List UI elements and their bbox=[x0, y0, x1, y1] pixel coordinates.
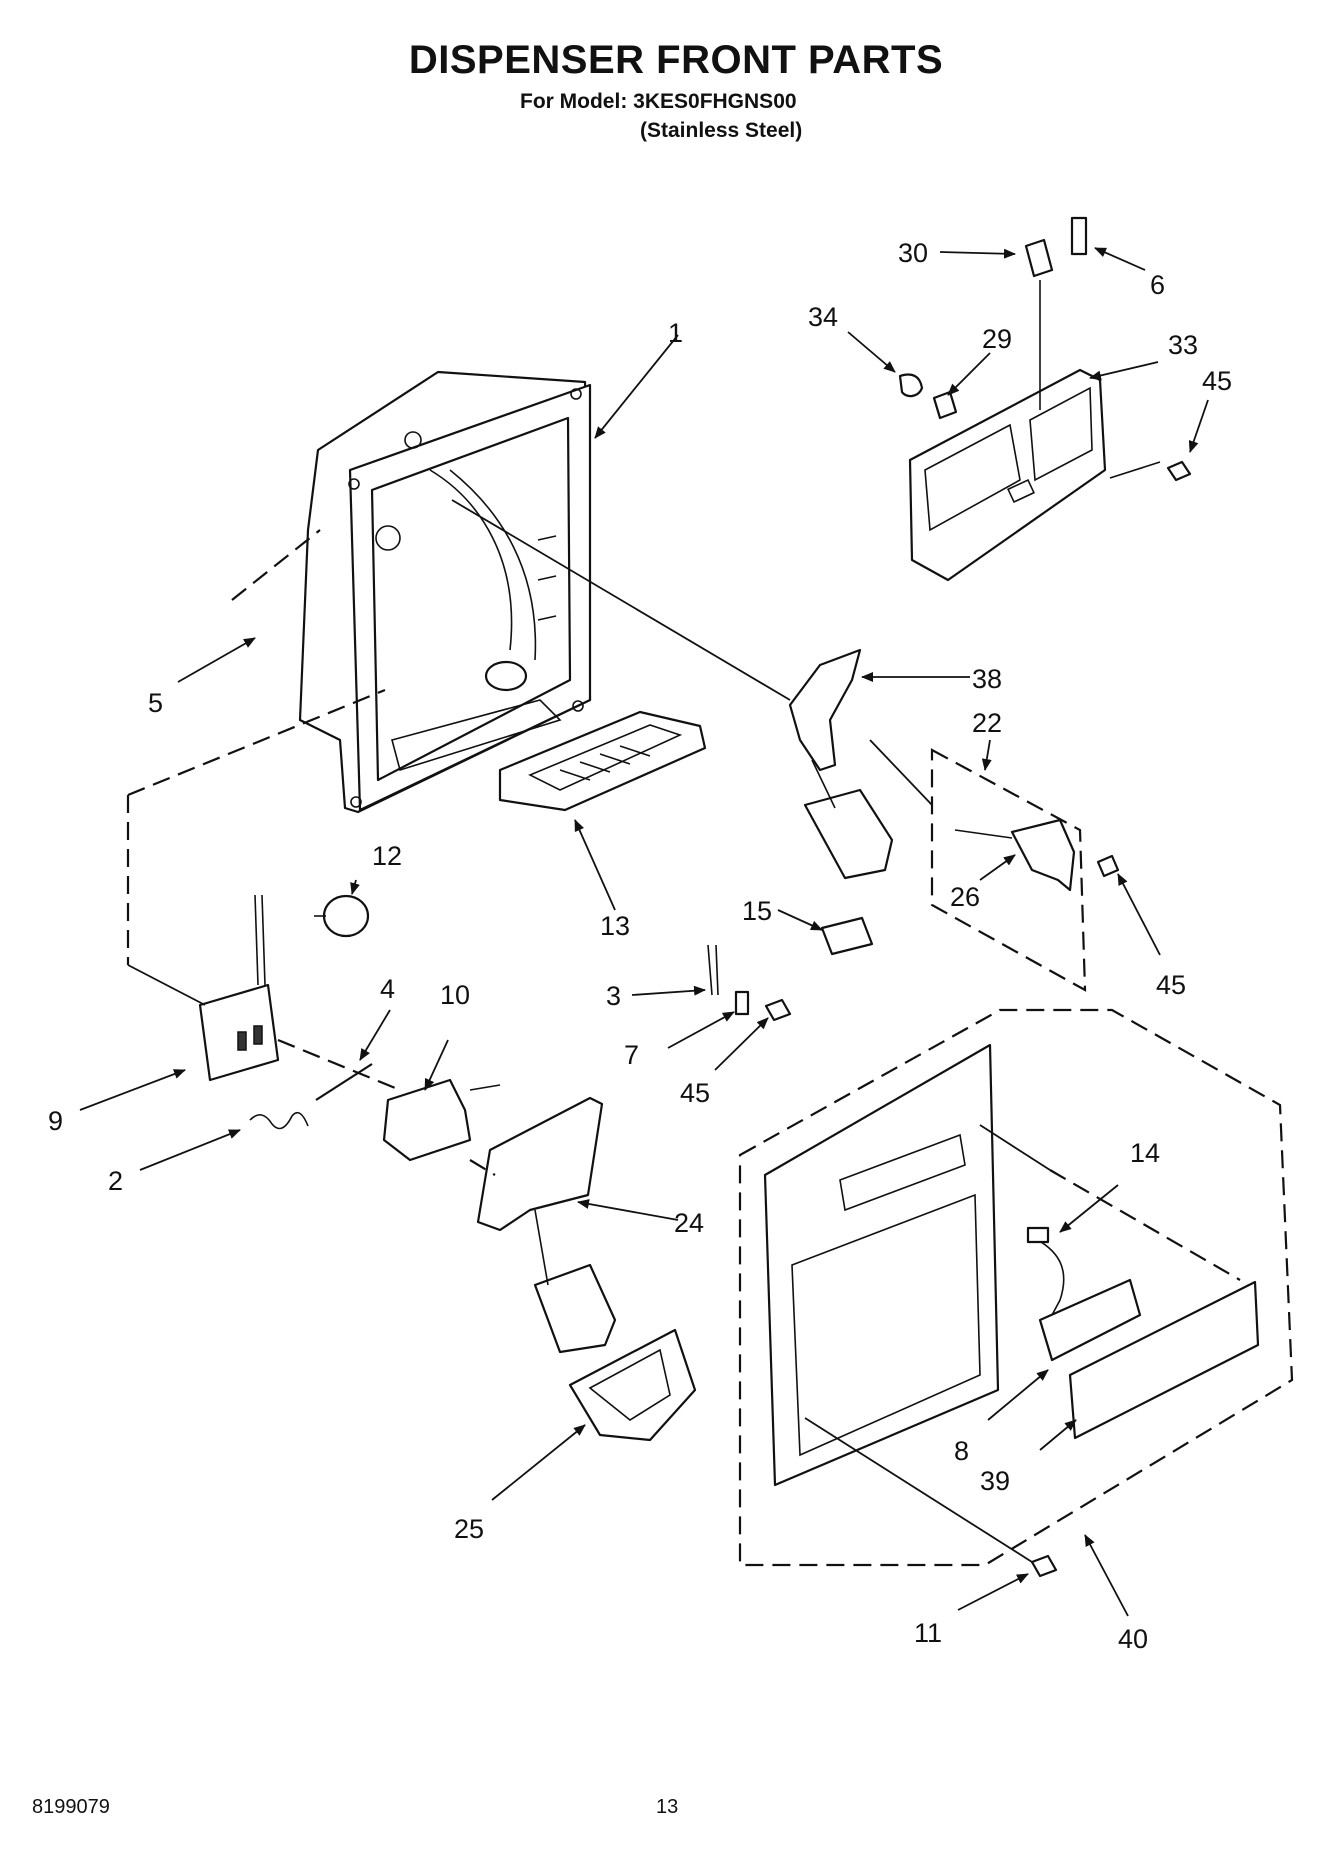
part-12-motor bbox=[314, 894, 370, 938]
part-15-connector bbox=[820, 916, 874, 956]
callout-5: 5 bbox=[148, 688, 163, 718]
page-number: 13 bbox=[656, 1796, 679, 1818]
part-26-switch bbox=[954, 818, 1076, 892]
part-30-lock-switch bbox=[1024, 238, 1054, 410]
part-10-solenoid bbox=[382, 1078, 501, 1162]
document-number: 8199079 bbox=[32, 1796, 110, 1818]
callout-13: 13 bbox=[600, 911, 630, 941]
callout-38: 38 bbox=[972, 664, 1002, 694]
callout-34: 34 bbox=[808, 302, 838, 332]
callout-7: 7 bbox=[624, 1040, 639, 1070]
part-34-bulb bbox=[898, 373, 924, 398]
callout-33: 33 bbox=[1168, 330, 1198, 360]
page-title: DISPENSER FRONT PARTS bbox=[408, 38, 944, 82]
part-45-screw-center bbox=[764, 998, 792, 1022]
callout-24: 24 bbox=[674, 1208, 704, 1238]
callout-45-center: 45 bbox=[680, 1078, 710, 1108]
callout-22: 22 bbox=[972, 708, 1002, 738]
part-3-clip bbox=[707, 944, 719, 996]
callout-4: 4 bbox=[380, 974, 395, 1004]
part-11-screw bbox=[1030, 1554, 1058, 1578]
finish-label: (Stainless Steel) bbox=[640, 119, 803, 142]
part-13-drip-tray bbox=[498, 710, 707, 812]
callout-40: 40 bbox=[1118, 1624, 1148, 1654]
callout-1: 1 bbox=[668, 318, 683, 348]
callout-25: 25 bbox=[454, 1514, 484, 1544]
part-22-kit-outline bbox=[930, 748, 1087, 992]
callout-12: 12 bbox=[372, 841, 402, 871]
callout-14: 14 bbox=[1130, 1138, 1160, 1168]
callout-3: 3 bbox=[606, 981, 621, 1011]
callout-15: 15 bbox=[742, 896, 772, 926]
callout-arrows bbox=[79, 247, 1209, 1617]
callout-2: 2 bbox=[108, 1166, 123, 1196]
callout-6: 6 bbox=[1150, 270, 1165, 300]
part-40-front-panel bbox=[763, 1043, 1000, 1487]
part-38-actuator-arm bbox=[788, 648, 894, 880]
callout-29: 29 bbox=[982, 324, 1012, 354]
part-25-cup bbox=[568, 1328, 697, 1442]
part-2-spring bbox=[249, 1111, 309, 1130]
callout-8: 8 bbox=[954, 1436, 969, 1466]
callout-45-top: 45 bbox=[1202, 366, 1232, 396]
part-33-upper-bracket bbox=[908, 368, 1107, 582]
part-40-panel-outline bbox=[738, 1008, 1294, 1567]
part-4-pin bbox=[315, 1063, 373, 1101]
callout-39: 39 bbox=[980, 1466, 1010, 1496]
callout-labels: 1 2 3 4 5 6 7 8 9 10 11 12 13 14 15 22 2… bbox=[48, 238, 1232, 1654]
model-number: For Model: 3KES0FHGNS00 bbox=[520, 90, 797, 113]
assembly-leader-lines bbox=[126, 499, 1241, 1563]
callout-26: 26 bbox=[950, 882, 980, 912]
part-9-module bbox=[198, 894, 280, 1082]
part-7-spacer bbox=[734, 990, 750, 1016]
callout-30: 30 bbox=[898, 238, 928, 268]
part-24-water-lever bbox=[476, 1096, 617, 1354]
callout-45-mid: 45 bbox=[1156, 970, 1186, 1000]
part-45-screw-mid bbox=[1096, 854, 1120, 878]
part-1-dispenser-housing bbox=[298, 370, 592, 814]
callout-9: 9 bbox=[48, 1106, 63, 1136]
callout-11: 11 bbox=[914, 1618, 942, 1648]
part-6-label bbox=[1070, 216, 1088, 256]
callout-10: 10 bbox=[440, 980, 470, 1010]
part-39-overlay bbox=[1068, 1280, 1260, 1440]
part-29-switch bbox=[932, 390, 958, 420]
part-45-screw-top bbox=[1109, 460, 1192, 482]
part-8-control-board bbox=[1038, 1278, 1142, 1362]
